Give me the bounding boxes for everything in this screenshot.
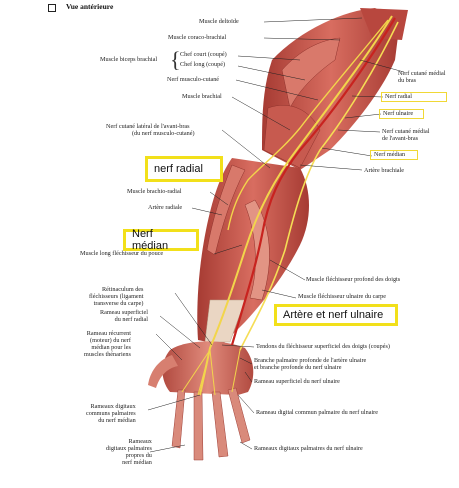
label-fcu: Muscle fléchisseur ulnaire du carpe xyxy=(298,293,386,300)
label-brachioradialis: Muscle brachio-radial xyxy=(127,188,182,195)
label-coraco-brachial: Muscle coraco-brachial xyxy=(168,34,227,41)
label-medial-cutaneous-arm: Nerf cutané médial du bras xyxy=(398,70,446,84)
brachioradialis-muscle xyxy=(206,164,246,256)
label-flexor-pollicis: Muscle long fléchisseur du pouce xyxy=(80,250,164,257)
label-superficial-radial: Rameau superficiel du nerf radial xyxy=(100,309,148,323)
leader-lines xyxy=(147,17,405,453)
label-radial-nerve: Nerf radial xyxy=(385,93,412,100)
label-brachialis: Muscle brachial xyxy=(182,93,222,100)
checkbox-icon[interactable] xyxy=(48,4,56,12)
label-medial-cutaneous-forearm: Nerf cutané médial de l'avant-bras xyxy=(382,128,430,142)
label-fds-tendons: Tendons du fléchisseur superficiel des d… xyxy=(256,343,390,350)
label-fdp: Muscle fléchisseur profond des doigts xyxy=(306,276,401,283)
highlight-box-median xyxy=(370,150,418,160)
label-lat-cutaneous-2: (du nerf musculo-cutané) xyxy=(132,130,195,137)
callout-artere-nerf-ulnaire: Artère et nerf ulnaire xyxy=(274,304,398,326)
label-superficial-ulnar: Rameau superficiel du nerf ulnaire xyxy=(254,378,340,385)
digital-nerves xyxy=(181,349,241,396)
highlight-box-ulnar xyxy=(379,109,424,119)
fingers xyxy=(171,387,251,461)
label-brachial-artery: Artère brachiale xyxy=(364,167,405,174)
highlight-box-radial xyxy=(381,92,447,102)
label-musculocutaneous: Nerf musculo-cutané xyxy=(167,76,220,83)
thumb xyxy=(148,355,178,388)
label-common-digital-ulnar: Rameau digital commun palmaire du nerf u… xyxy=(256,409,378,416)
brachial-artery xyxy=(230,17,396,346)
diagram-title: Vue antérieure xyxy=(66,2,114,11)
radial-nerve xyxy=(227,19,389,231)
ulnar-nerve xyxy=(239,21,399,351)
callout-nerf-median: Nerf médian xyxy=(123,228,199,252)
median-nerve xyxy=(199,15,393,396)
label-recurrent-branch: Rameau récurrent (moteur) du nerf médian… xyxy=(84,330,131,358)
label-common-digital-median: Rameaux digitaux communs palmaires du ne… xyxy=(86,403,136,424)
label-deltoid: Muscle deltoïde xyxy=(199,18,239,25)
label-deep-palmar: Branche palmaire profonde de l'artère ul… xyxy=(254,357,367,371)
label-lat-cutaneous-1: Nerf cutané latéral de l'avant-bras xyxy=(106,123,190,130)
label-biceps-long: Chef long (coupé) xyxy=(180,61,226,68)
callout-nerf-radial: nerf radial xyxy=(145,156,223,182)
brace-icon: { xyxy=(170,47,181,72)
forearm-tendons xyxy=(204,299,246,343)
label-ulnar-nerve: Nerf ulnaire xyxy=(383,110,414,117)
label-radial-artery: Artère radiale xyxy=(148,204,183,211)
label-proper-digital-median: Rameaux digitaux palmaires propres du ne… xyxy=(106,438,152,466)
hand-palm xyxy=(162,341,254,395)
label-biceps: Muscle biceps brachial xyxy=(100,56,158,63)
label-biceps-short: Chef court (coupé) xyxy=(180,51,227,58)
label-retinaculum: Rétinaculum des fléchisseurs (ligament t… xyxy=(89,286,144,307)
label-proper-digital-ulnar: Rameaux digitaux palmaires du nerf ulnai… xyxy=(254,445,363,452)
label-median-nerve: Nerf médian xyxy=(374,151,406,158)
